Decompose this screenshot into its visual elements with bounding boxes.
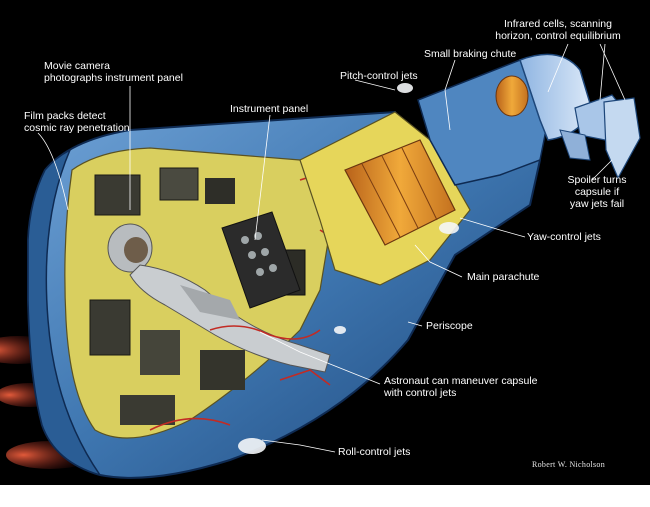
cabin-equipment — [89, 167, 306, 425]
label-movie-camera: Movie camera photographs instrument pane… — [44, 60, 183, 84]
label-spoiler-line3: yaw jets fail — [569, 198, 625, 210]
label-main-parachute: Main parachute — [467, 271, 540, 283]
label-astronaut-maneuver-line1: Astronaut can maneuver capsule — [384, 375, 538, 387]
label-astronaut-maneuver-line2: with control jets — [384, 387, 457, 399]
instrument-panel-shape — [221, 211, 301, 309]
label-film-packs-line2: cosmic ray penetration — [24, 122, 130, 134]
braking-chute-canister — [495, 75, 529, 117]
label-spoiler-line1: Spoiler turns — [567, 174, 627, 186]
label-spoiler-line2: capsule if — [574, 186, 620, 198]
label-spoiler: Spoiler turns capsule if yaw jets fail — [552, 174, 642, 210]
astronaut-figure — [107, 223, 331, 373]
label-instrument-panel: Instrument panel — [230, 103, 309, 115]
leader-lines — [37, 43, 626, 453]
label-infrared-cells-line2: horizon, control equilibrium — [495, 30, 621, 42]
label-small-braking-chute: Small braking chute — [424, 48, 517, 60]
label-yaw-control-jets: Yaw-control jets — [527, 231, 601, 243]
label-pitch-control-jets: Pitch-control jets — [340, 70, 418, 82]
label-roll-control-jets: Roll-control jets — [338, 446, 411, 458]
label-periscope: Periscope — [426, 320, 473, 332]
label-infrared-cells: Infrared cells, scanning horizon, contro… — [480, 18, 636, 42]
artist-signature: Robert W. Nicholson — [532, 460, 606, 469]
label-film-packs: Film packs detect cosmic ray penetration — [24, 110, 130, 134]
label-infrared-cells-line1: Infrared cells, scanning — [504, 18, 612, 30]
label-astronaut-maneuver: Astronaut can maneuver capsule with cont… — [384, 375, 538, 399]
jet-plumes — [238, 83, 459, 454]
bottom-margin — [0, 485, 650, 507]
label-movie-camera-line1: Movie camera — [44, 60, 110, 72]
label-film-packs-line1: Film packs detect — [24, 110, 106, 122]
spoiler-flaps — [559, 94, 641, 180]
heat-shield — [27, 148, 102, 477]
label-movie-camera-line2: photographs instrument panel — [44, 72, 183, 84]
main-parachute-canister — [344, 139, 456, 246]
